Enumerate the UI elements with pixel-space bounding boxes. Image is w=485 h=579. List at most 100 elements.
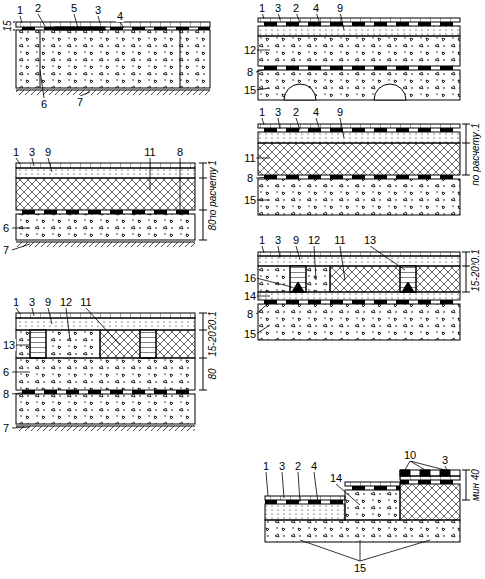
callout-number: 8 <box>246 308 254 320</box>
dimension-text: 20.1 <box>207 310 219 331</box>
callout-number: 11 <box>243 152 256 164</box>
callout-number: 9 <box>336 2 344 14</box>
dimension-text: 80 <box>207 367 218 380</box>
callout-number: 3 <box>28 296 36 308</box>
callout-number: 2 <box>34 2 42 14</box>
callout-number: 1 <box>258 234 266 246</box>
callout-number: 1 <box>262 460 270 472</box>
callout-number: 14 <box>329 472 343 484</box>
callout-number: 11 <box>243 152 256 164</box>
callout-number: 7 <box>76 96 84 108</box>
callout-number: 10 <box>403 449 417 461</box>
callout-number: 1 <box>12 146 20 158</box>
dimension-text: 80 <box>207 218 218 231</box>
callout-number: 3 <box>274 234 282 246</box>
callout-number: 1 <box>12 296 20 308</box>
callout-number: 4 <box>310 460 318 472</box>
callout-number: 8 <box>176 146 184 158</box>
callout-number: 13 <box>2 339 16 351</box>
callout-number: 3 <box>278 460 286 472</box>
dimension-text: 80 <box>207 218 219 231</box>
callout-number: 11 <box>79 296 92 308</box>
dimension-text: мин 40 <box>470 468 482 502</box>
callout-number: 3 <box>28 296 36 308</box>
callout-number: 4 <box>312 106 320 118</box>
callout-number: 9 <box>44 146 52 158</box>
callout-number: 14 <box>329 472 343 484</box>
callout-number: 6 <box>40 98 48 110</box>
callout-number: 3 <box>274 106 282 118</box>
callout-number: 1 <box>16 4 24 16</box>
callout-number: 9 <box>292 234 300 246</box>
callout-number: 8 <box>246 66 254 78</box>
callout-number: 2 <box>292 2 300 14</box>
callout-number: 4 <box>312 106 320 118</box>
callout-number: 1 <box>262 460 270 472</box>
callout-number: 8 <box>246 308 254 320</box>
callout-number: 15 <box>243 84 257 96</box>
callout-number: 12 <box>243 44 257 56</box>
callout-number: 5 <box>70 2 78 14</box>
callout-number: 9 <box>44 296 52 308</box>
callout-number: 3 <box>441 454 449 466</box>
callout-number: 4 <box>312 2 320 14</box>
callout-number: 6 <box>40 98 48 110</box>
callout-number: 11 <box>79 296 92 308</box>
callout-number: 3 <box>274 234 282 246</box>
callout-number: 15 <box>243 194 257 206</box>
dimension-text: 15 <box>2 19 13 32</box>
callout-number: 4 <box>312 2 320 14</box>
dimension-text: 20.1 <box>207 310 218 331</box>
callout-number: 12 <box>307 234 321 246</box>
dimension-text: 15-20 <box>470 265 481 293</box>
callout-number: 1 <box>16 4 24 16</box>
callout-number: 2 <box>292 2 300 14</box>
callout-number: 12 <box>307 234 321 246</box>
callout-number: 9 <box>44 146 52 158</box>
callout-number: 6 <box>2 366 10 378</box>
callout-number: 2 <box>292 106 300 118</box>
callout-number: 2 <box>34 2 42 14</box>
dimension-text: 15-20 <box>470 265 482 293</box>
callout-number: 3 <box>274 106 282 118</box>
callout-number: 9 <box>336 106 344 118</box>
callout-number: 8 <box>2 388 10 400</box>
callout-number: 3 <box>274 2 282 14</box>
callout-number: 16 <box>243 272 257 284</box>
callout-number: 7 <box>2 244 10 256</box>
callout-number: 13 <box>363 234 377 246</box>
callout-number: 3 <box>274 2 282 14</box>
callout-number: 5 <box>70 2 78 14</box>
callout-number: 1 <box>258 106 266 118</box>
callout-number: 14 <box>243 290 257 302</box>
callout-number: 8 <box>2 388 10 400</box>
callout-number: 13 <box>2 339 16 351</box>
callout-number: 2 <box>292 106 300 118</box>
callout-number: 2 <box>294 460 302 472</box>
callout-number: 3 <box>441 454 449 466</box>
callout-number: 3 <box>94 4 102 16</box>
callout-number: 15 <box>243 328 257 340</box>
callout-number: 15 <box>353 562 367 574</box>
callout-number: 11 <box>143 146 156 158</box>
callout-number: 7 <box>2 422 10 434</box>
callout-number: 6 <box>2 222 10 234</box>
dimension-text: по расчету <box>470 131 482 186</box>
callout-number: 7 <box>2 422 10 434</box>
callout-number: 9 <box>292 234 300 246</box>
callout-number: 3 <box>28 146 36 158</box>
dimension-text: по расчету <box>207 166 219 221</box>
callout-number: 6 <box>2 366 10 378</box>
callout-number: 1 <box>12 296 20 308</box>
callout-number: 11 <box>143 146 156 158</box>
callout-number: 11 <box>333 234 346 246</box>
callout-number: 15 <box>243 84 257 96</box>
dimension-text: по расчету <box>207 166 218 221</box>
dimension-text: по расчету <box>470 131 481 186</box>
callout-number: 12 <box>59 296 73 308</box>
callout-number: 10 <box>403 449 417 461</box>
callout-number: 15 <box>353 562 367 574</box>
callout-number: 1 <box>258 2 266 14</box>
callout-number: 4 <box>116 10 124 22</box>
callout-number: 8 <box>176 146 184 158</box>
